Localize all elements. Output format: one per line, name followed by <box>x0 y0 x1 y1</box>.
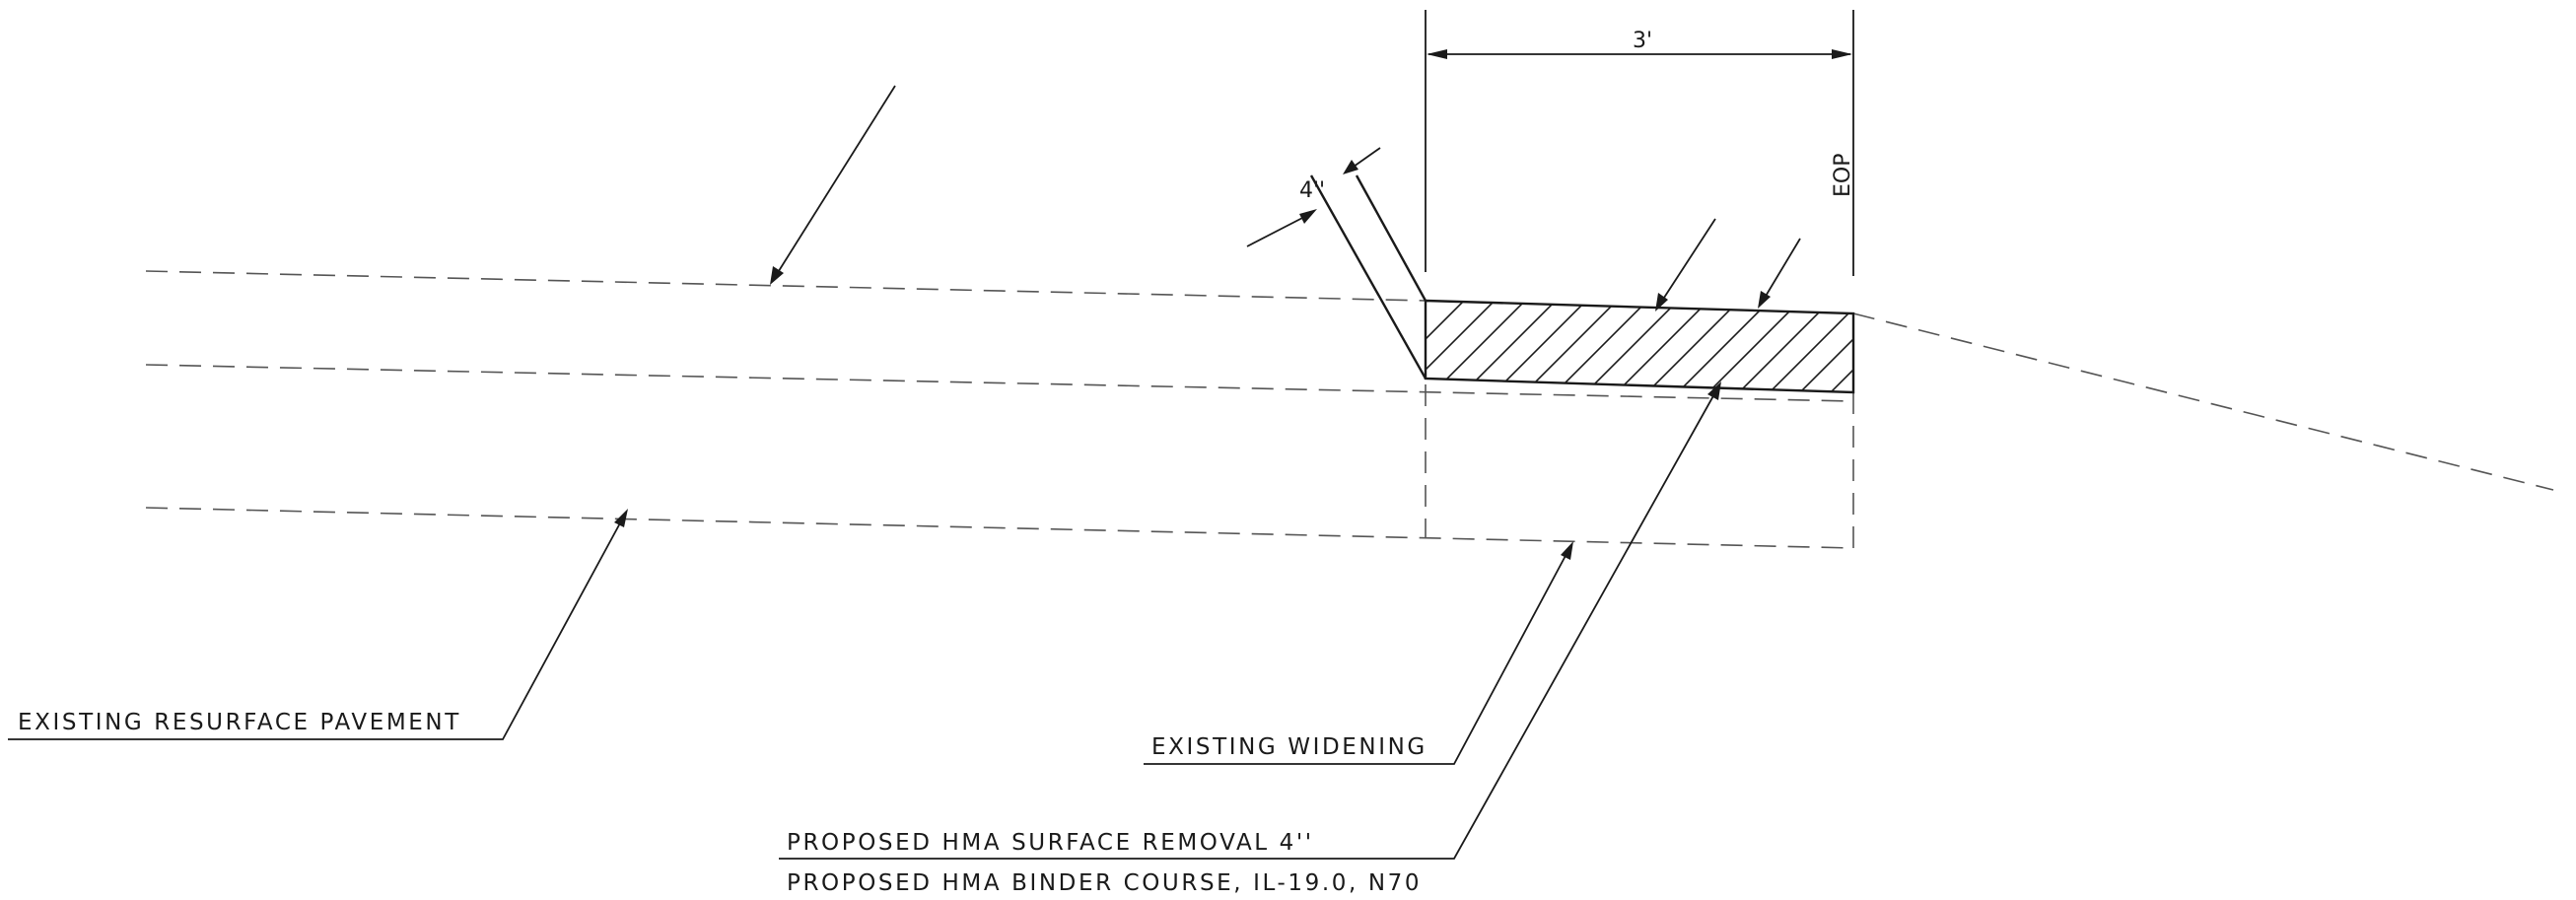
dim-3ft-label: 3' <box>1633 29 1652 53</box>
surface-pointer-arrow-1 <box>1661 218 1716 302</box>
arrowhead <box>1655 293 1668 312</box>
proposed-removal-label: PROPOSED HMA SURFACE REMOVAL 4'' <box>787 830 1314 856</box>
arrowhead <box>1427 49 1447 59</box>
arrowhead <box>1707 381 1721 400</box>
existing-surface-arrow <box>770 85 896 285</box>
dim-4in-label: 4'' <box>1299 178 1325 203</box>
arrowhead <box>1343 160 1358 174</box>
existing-resurface-label: EXISTING RESURFACE PAVEMENT <box>18 710 461 735</box>
taper-and-4in-dimension: 4'' <box>1246 147 1427 380</box>
existing-bottom-line <box>145 507 1854 549</box>
existing-layer-line <box>145 364 1854 402</box>
taper-top-line <box>1355 174 1427 302</box>
existing-widening-callout: EXISTING WIDENING <box>1144 541 1573 765</box>
dim-4in-arrow-left <box>1246 214 1309 247</box>
eop-label: EOP <box>1831 154 1855 197</box>
arrowhead <box>1832 49 1852 59</box>
existing-pavement-lines <box>145 270 2554 549</box>
proposed-hma-section <box>1424 299 1855 394</box>
hatched-section-outline <box>1424 299 1855 394</box>
surface-pointer-arrow-2 <box>1764 238 1801 299</box>
dim-3ft: 3' <box>1425 10 1854 276</box>
arrowhead <box>614 509 628 527</box>
arrowhead <box>1758 291 1771 309</box>
existing-surface-line <box>145 270 1427 302</box>
existing-resurface-callout: EXISTING RESURFACE PAVEMENT <box>8 509 628 740</box>
arrowhead <box>1299 209 1317 224</box>
proposed-callout: PROPOSED HMA SURFACE REMOVAL 4'' PROPOSE… <box>779 381 1721 896</box>
section-pointer-arrows <box>1655 218 1801 312</box>
arrowhead <box>1561 541 1573 560</box>
existing-widening-label: EXISTING WIDENING <box>1151 734 1427 760</box>
taper-line <box>1309 174 1427 380</box>
proposed-binder-label: PROPOSED HMA BINDER COURSE, IL-19.0, N70 <box>787 870 1422 896</box>
arrowhead <box>770 266 784 285</box>
dim-4in-arrow-right <box>1353 147 1381 168</box>
shoulder-slope-line <box>1852 312 2554 491</box>
